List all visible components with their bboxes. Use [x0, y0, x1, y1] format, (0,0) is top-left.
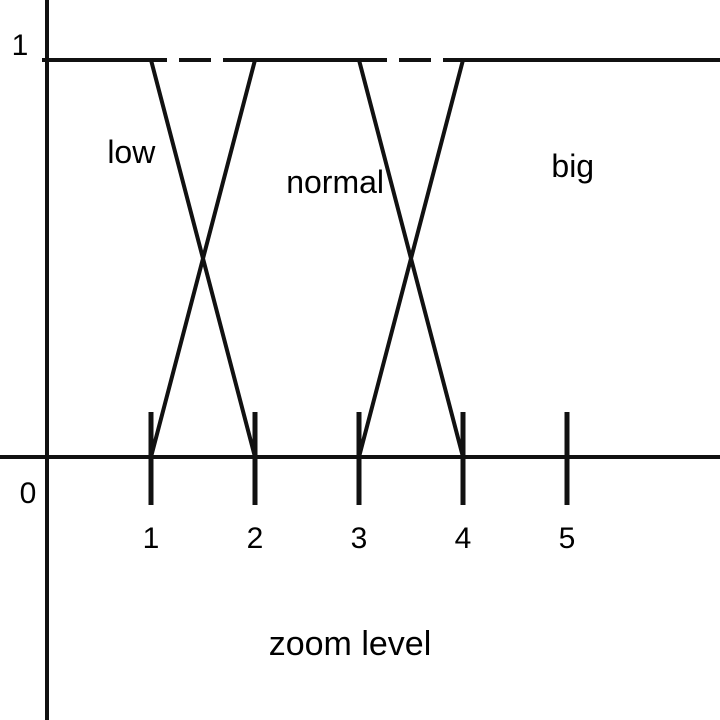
series-line-big — [357, 58, 713, 458]
x-axis-label: zoom level — [269, 625, 432, 663]
x-tick-label-1: 1 — [143, 522, 160, 555]
x-tick-label-2: 2 — [247, 522, 264, 555]
series-line-low — [47, 58, 257, 458]
series-label-low: low — [107, 134, 156, 170]
series-lines — [47, 58, 713, 458]
series-label-normal: normal — [286, 164, 384, 200]
origin-label: 0 — [20, 477, 37, 510]
x-tick-label-3: 3 — [351, 522, 368, 555]
y-tick-label-1: 1 — [12, 29, 29, 62]
x-ticks — [148, 412, 570, 505]
series-line-normal — [149, 58, 465, 458]
x-tick-label-4: 4 — [455, 522, 472, 555]
x-tick-label-5: 5 — [559, 522, 576, 555]
labels: 1 2 3 4 5 0 1 low normal big zoom level — [12, 29, 594, 663]
series-label-big: big — [551, 148, 594, 184]
